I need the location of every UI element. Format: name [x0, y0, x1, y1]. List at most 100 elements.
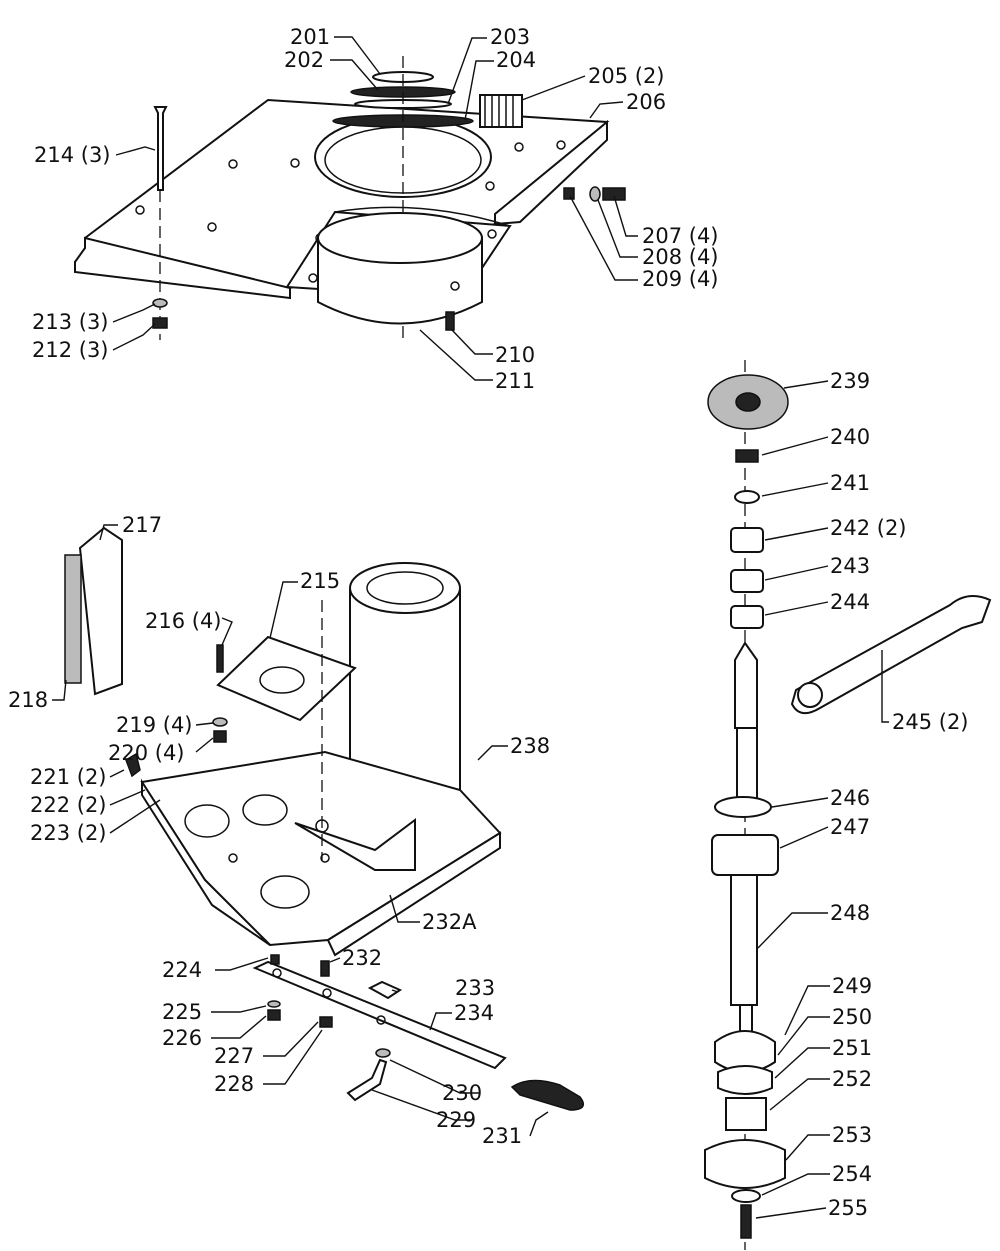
block-233	[367, 980, 403, 1000]
leader	[477, 745, 508, 761]
leader	[761, 436, 829, 456]
base-small-hole	[228, 853, 238, 863]
label-219: 219 (4)	[116, 713, 193, 737]
pulley-247	[711, 834, 779, 876]
base-plate-left-edge	[141, 778, 271, 946]
spacer-243	[730, 569, 764, 593]
leader	[329, 957, 341, 963]
plate-215-hole	[259, 666, 305, 694]
leader	[389, 1059, 480, 1094]
label-242: 242 (2)	[830, 516, 907, 540]
washer-230	[375, 1048, 391, 1058]
leader	[112, 323, 156, 351]
washer-219	[212, 717, 228, 727]
leader	[784, 985, 830, 1036]
leader	[391, 989, 399, 993]
label-211: 211	[495, 369, 535, 393]
label-229: 229	[436, 1108, 476, 1132]
leader	[215, 957, 269, 971]
base-slot	[260, 875, 310, 909]
leader	[195, 722, 214, 726]
label-209: 209 (4)	[642, 267, 719, 291]
plate-hole	[135, 205, 145, 215]
leader	[785, 1134, 830, 1161]
label-239: 239	[830, 369, 870, 393]
leader-lines	[52, 36, 889, 1219]
leader	[881, 650, 889, 723]
base-hole	[242, 794, 288, 826]
stud-216	[216, 644, 224, 673]
base-small-hole	[320, 853, 330, 863]
label-232: 232	[342, 946, 382, 970]
leader	[589, 101, 624, 119]
leader	[109, 799, 161, 834]
nut-212	[152, 317, 168, 329]
leader	[529, 1111, 549, 1137]
label-241: 241	[830, 471, 870, 495]
label-255: 255	[828, 1196, 868, 1220]
disc-239-hub	[735, 392, 761, 412]
base-253	[704, 1139, 786, 1189]
plate-hole	[514, 142, 524, 152]
label-253: 253	[832, 1123, 872, 1147]
label-231: 231	[482, 1124, 522, 1148]
leader	[109, 769, 125, 778]
label-238: 238	[510, 734, 550, 758]
bracket-217	[78, 526, 123, 696]
label-247: 247	[830, 815, 870, 839]
part-labels: 201 202 203 204 205 (2) 206 207 (4) 208 …	[8, 25, 969, 1220]
spindle-thread	[734, 641, 758, 729]
base-assembly	[64, 526, 585, 1111]
base-plate-front-edge	[326, 831, 501, 957]
link-hole	[376, 1015, 386, 1025]
leader	[451, 329, 493, 355]
collar-211-edge	[334, 206, 511, 227]
label-207: 207 (4)	[642, 224, 719, 248]
label-227: 227	[214, 1044, 254, 1068]
leader	[569, 195, 638, 281]
shaft-248	[730, 874, 758, 1006]
label-226: 226	[162, 1026, 202, 1050]
leader	[211, 1005, 267, 1013]
leader	[521, 75, 586, 101]
leader	[263, 1021, 319, 1057]
leader	[389, 894, 420, 923]
label-203: 203	[490, 25, 530, 49]
leader	[429, 1012, 452, 1031]
rack-205	[479, 94, 523, 128]
leader	[447, 37, 487, 105]
label-245: 245 (2)	[892, 710, 969, 734]
washer-225	[267, 1000, 281, 1008]
label-249: 249	[832, 974, 872, 998]
spindle-assembly	[704, 360, 992, 1250]
label-224: 224	[162, 958, 202, 982]
link-hole	[272, 968, 282, 978]
base-hole	[184, 804, 230, 838]
label-214: 214 (3)	[34, 143, 111, 167]
collar-hole	[450, 281, 460, 291]
leader	[761, 482, 829, 497]
leader	[330, 59, 379, 91]
label-210: 210	[495, 343, 535, 367]
label-234: 234	[454, 1001, 494, 1025]
leader	[115, 146, 156, 156]
leader	[112, 303, 156, 323]
label-206: 206	[626, 90, 666, 114]
label-205: 205 (2)	[588, 64, 665, 88]
washer-208	[589, 186, 601, 202]
leader	[263, 1029, 323, 1085]
plate-hole	[228, 159, 238, 169]
plate-hole	[556, 140, 566, 150]
label-254: 254	[832, 1162, 872, 1186]
washer-254	[731, 1189, 761, 1203]
link-234	[252, 960, 507, 1070]
knob-221	[125, 752, 141, 778]
leader	[783, 380, 829, 389]
plate-hole	[485, 181, 495, 191]
screw-232	[320, 960, 330, 977]
plate-hole	[207, 222, 217, 232]
label-232A: 232A	[422, 910, 477, 934]
label-220: 220 (4)	[108, 741, 185, 765]
leader	[464, 60, 494, 121]
